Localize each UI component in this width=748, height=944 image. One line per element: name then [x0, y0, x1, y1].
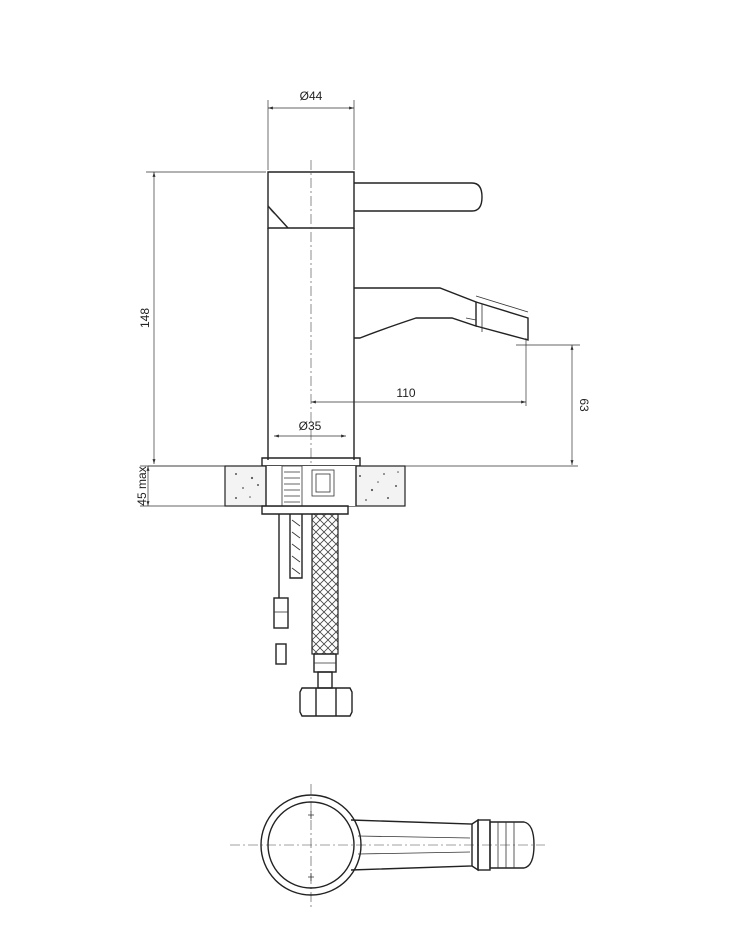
label-height-63: 63 [577, 398, 591, 412]
dim-reach-110: 110 [311, 338, 527, 406]
dim-diameter-35: Ø35 [274, 419, 346, 438]
label-reach-110: 110 [396, 386, 415, 400]
dim-deck-45max: 45 max [135, 465, 225, 507]
side-view: Ø44 148 110 63 Ø35 45 max [135, 89, 591, 717]
top-view-spout [350, 818, 535, 872]
lever-handle [354, 182, 483, 212]
label-deck-45max: 45 max [135, 466, 149, 505]
label-diameter-44: Ø44 [300, 89, 323, 103]
countertop-section [224, 465, 406, 507]
mounting-plate [261, 505, 349, 515]
dim-height-63: 63 [516, 344, 591, 465]
top-view [230, 784, 545, 908]
dim-diameter-44: Ø44 [267, 89, 355, 170]
faucet-body [267, 171, 355, 460]
dim-height-148: 148 [138, 171, 266, 464]
threaded-stud [289, 514, 303, 579]
top-view-body [260, 794, 362, 896]
label-height-148: 148 [138, 308, 152, 328]
braided-hose [311, 513, 339, 689]
bidet-spout [354, 287, 529, 341]
mounting-screws [308, 811, 314, 881]
label-diameter-35: Ø35 [299, 419, 322, 433]
hose-nut [299, 687, 353, 717]
mounting-rod [273, 514, 289, 665]
